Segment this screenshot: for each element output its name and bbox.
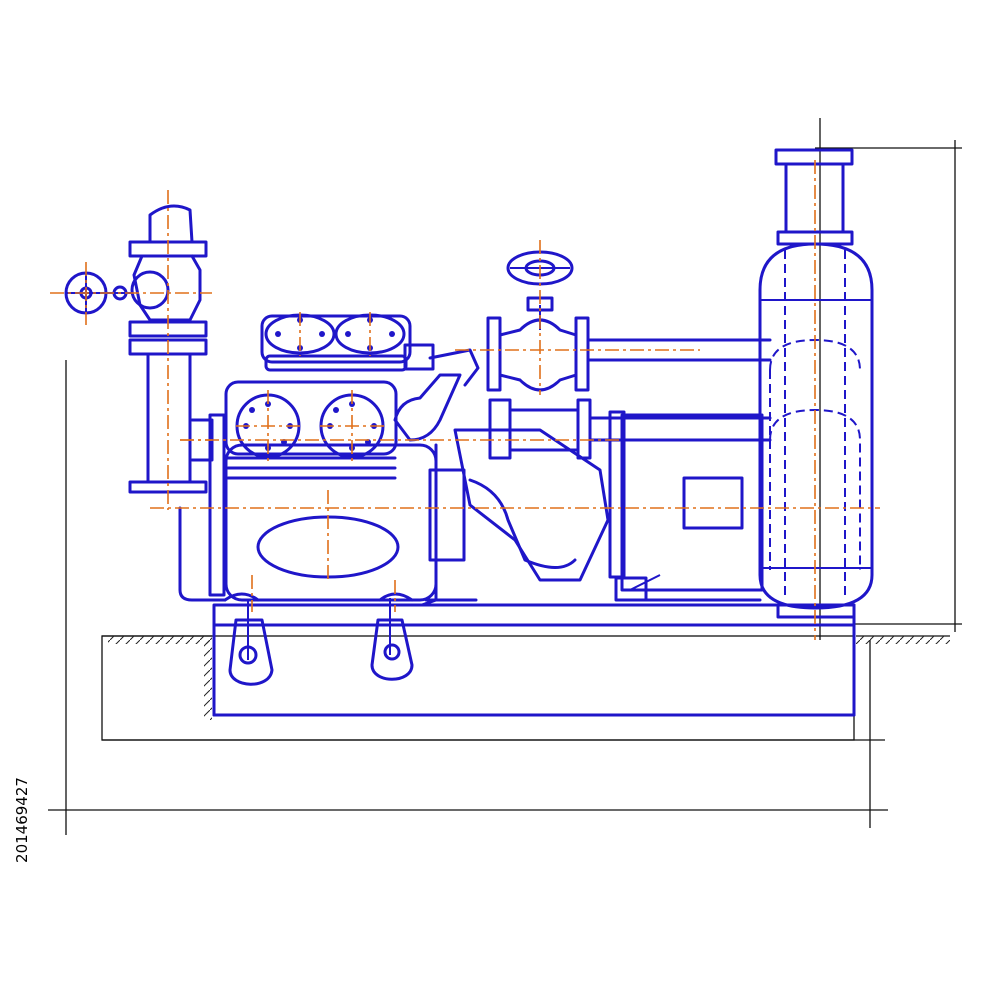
base-frame	[212, 603, 856, 717]
anchor-bolts	[228, 598, 414, 686]
foundation	[101, 635, 950, 741]
discharge-valve	[486, 250, 590, 392]
pipes	[586, 338, 772, 442]
receiver-vessel	[758, 148, 874, 610]
suction-line	[104, 204, 214, 494]
flange-bolts	[243, 317, 395, 451]
dimension-lines	[48, 118, 962, 835]
motor	[620, 413, 764, 602]
stock-id-label: 201469427	[2, 765, 42, 875]
compressor	[178, 313, 480, 607]
coupling-housing	[453, 398, 648, 602]
center-lines	[50, 160, 880, 640]
stock-id-text: 201469427	[13, 777, 31, 863]
